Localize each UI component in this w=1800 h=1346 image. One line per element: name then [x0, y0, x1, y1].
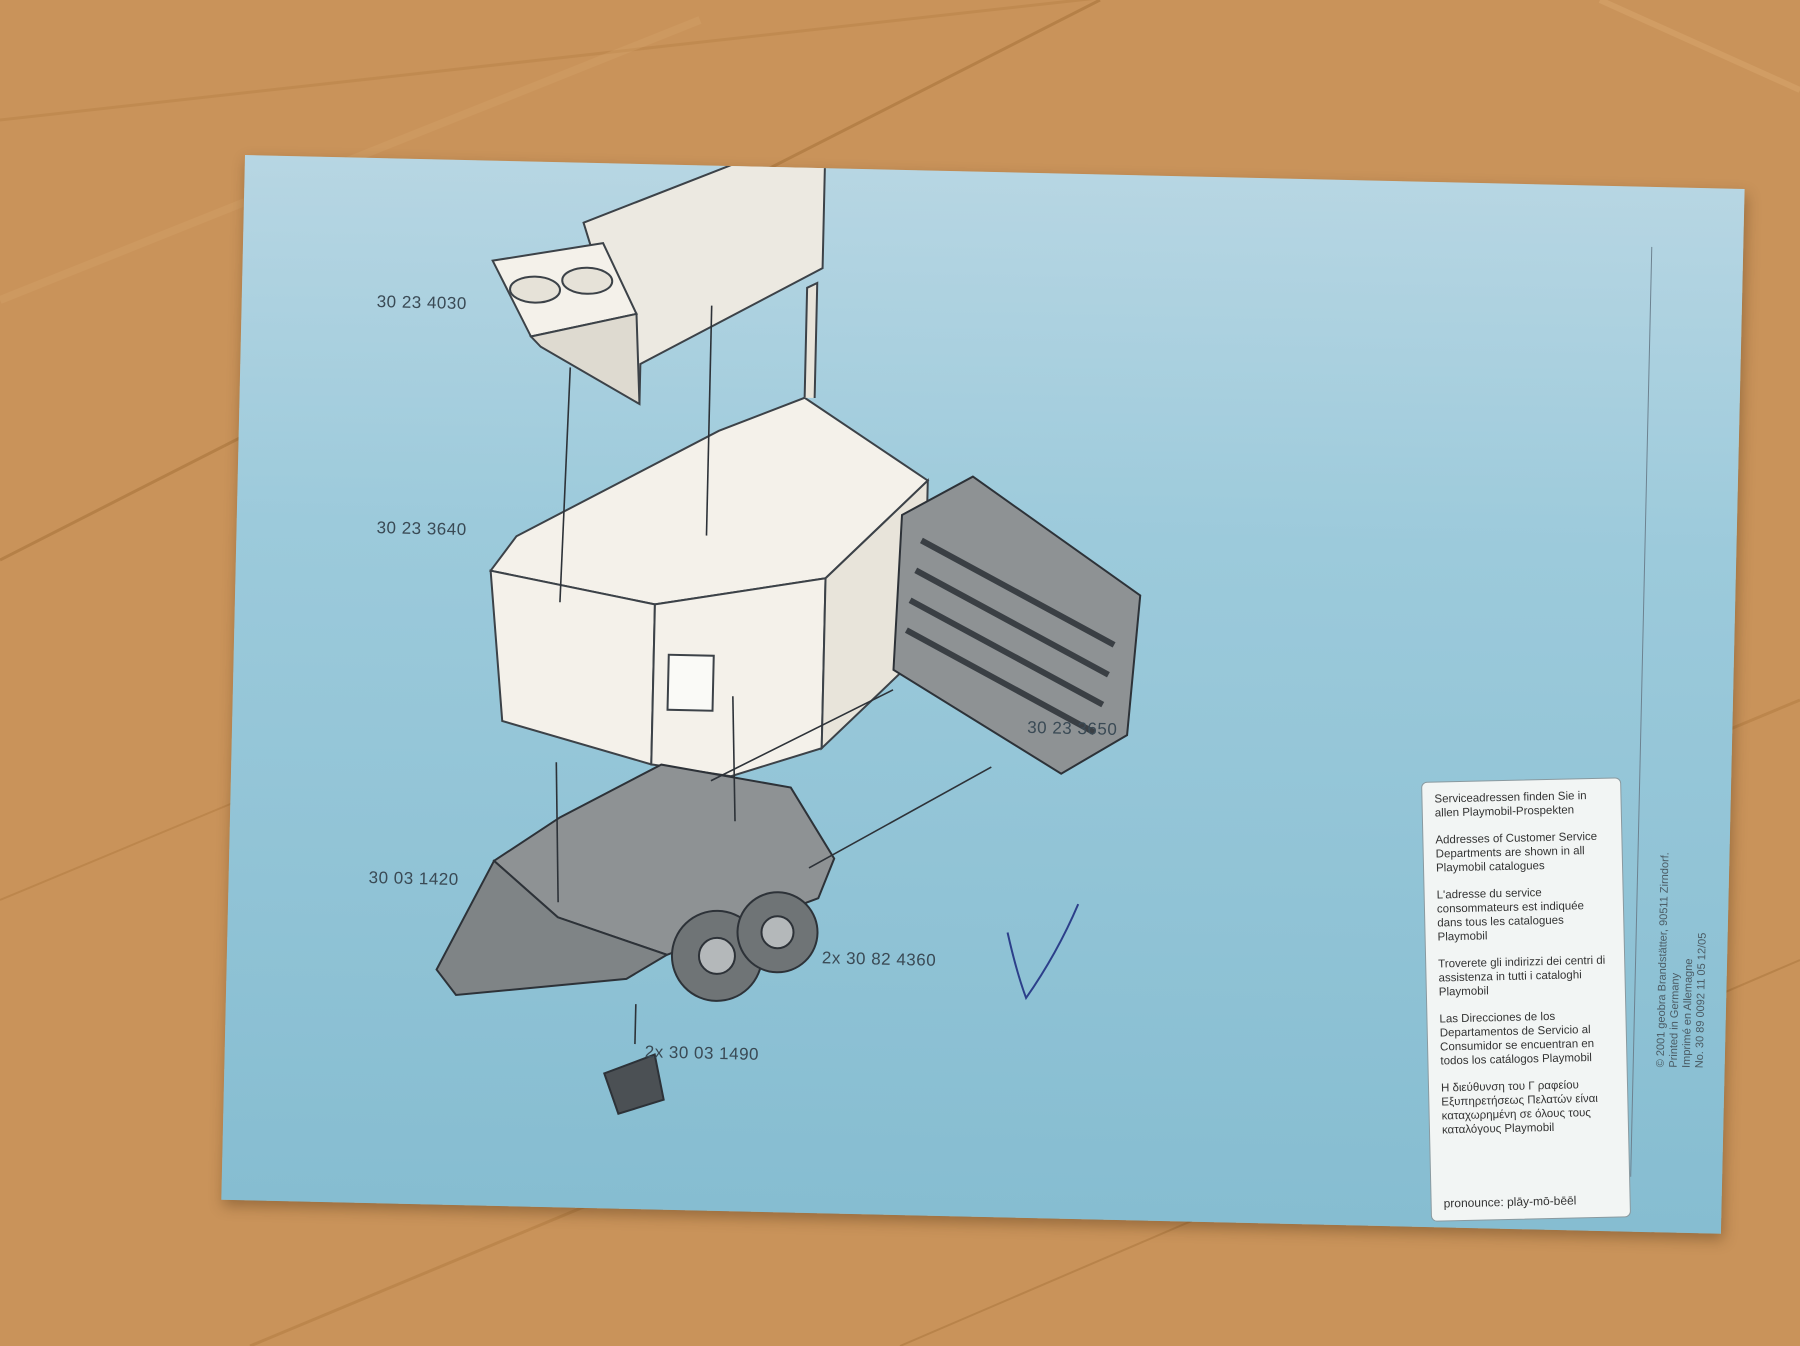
service-text-es: Las Direcciones de los Departamentos de …: [1439, 1010, 1595, 1068]
part-number-wheels: 2x 30 82 4360: [821, 948, 937, 970]
ramp-piece: [892, 475, 1142, 775]
part-number-clip: 2x 30 03 1490: [644, 1042, 760, 1064]
service-text-fr: L'adresse du service consommateurs est i…: [1436, 887, 1585, 944]
trailer-chassis: [435, 763, 836, 1115]
part-number-chassis: 30 03 1420: [368, 867, 459, 890]
service-text-de: Serviceadressen finden Sie in allen Play…: [1434, 790, 1587, 820]
part-number-body: 30 23 3640: [376, 518, 467, 540]
instruction-sheet: 30 23 4030 30 23 3640 30 23 3650 30 03 1…: [221, 155, 1745, 1234]
legal-imprint: © 2001 geobra Brandstätter, 90511 Zirndo…: [1655, 687, 1716, 1068]
assembly-diagram: [435, 155, 1142, 1115]
part-number-ramp: 30 23 3650: [1026, 717, 1118, 739]
customer-service-box: Serviceadressen finden Sie in allen Play…: [1421, 777, 1632, 1222]
pen-check-mark: [1006, 903, 1080, 1001]
pronounce-note: pronounce: plāy-mō-bēēl: [1443, 1193, 1577, 1211]
service-text-it: Troverete gli indirizzi dei centri di as…: [1438, 954, 1606, 999]
service-text-el: Η διεύθυνση του Γ ραφείου Εξυπηρετήσεως …: [1440, 1079, 1599, 1137]
roof-piece: [491, 155, 827, 406]
assembly-arrows: [555, 305, 992, 1045]
part-number-roof: 30 23 4030: [376, 292, 467, 314]
service-text-en: Addresses of Customer Service Department…: [1435, 830, 1598, 875]
